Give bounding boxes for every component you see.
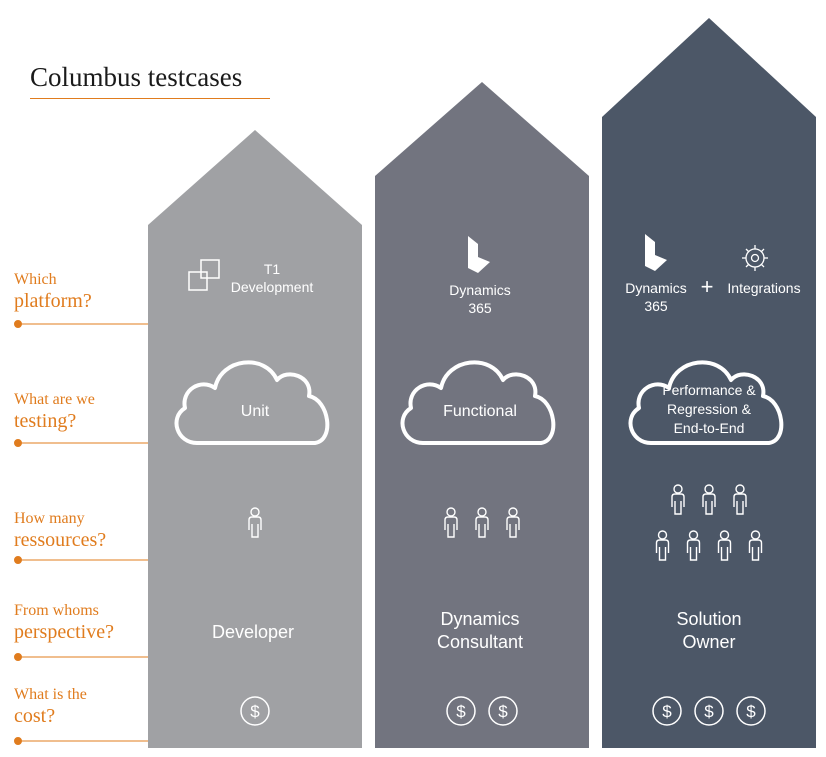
dollar-coin-icon: $ (736, 696, 766, 726)
resources-icons (248, 484, 763, 561)
row-guides (14, 320, 148, 745)
plus-sign: + (700, 274, 714, 299)
svg-text:$: $ (746, 702, 756, 721)
question-platform: Which platform? (14, 271, 92, 312)
column-3-perspective: Solution Owner (676, 609, 742, 652)
column-1-testing: Unit (240, 403, 270, 420)
dollar-coin-icon: $ (488, 696, 518, 726)
dollar-coin-icon: $ (694, 696, 724, 726)
column-1-platform: T1 Development (230, 261, 314, 295)
cloud-icon (628, 360, 784, 445)
person-icon (444, 507, 458, 538)
person-icon (748, 530, 763, 561)
column-2-perspective: Dynamics Consultant (436, 609, 524, 652)
question-resources: How many ressources? (14, 510, 107, 551)
dynamics-logo-icon (468, 236, 490, 273)
person-icon (655, 530, 670, 561)
cost-icons: $ $ $ $ $ $ (240, 696, 766, 726)
person-icon (671, 484, 685, 515)
column-2-testing: Functional (443, 403, 517, 420)
person-icon (506, 507, 520, 538)
person-icon (733, 484, 747, 515)
column-3-testing: Performance & Regression & End-to-End (662, 382, 756, 436)
svg-text:$: $ (456, 702, 466, 721)
person-icon (686, 530, 701, 561)
svg-text:$: $ (662, 702, 672, 721)
person-icon (702, 484, 716, 515)
column-2-arrow (375, 82, 589, 748)
title-underline (30, 98, 270, 99)
dollar-coin-icon: $ (446, 696, 476, 726)
gear-icon (742, 245, 768, 271)
svg-text:$: $ (704, 702, 714, 721)
dollar-coin-icon: $ (240, 696, 270, 726)
question-perspective: From whoms perspective? (14, 602, 114, 643)
cloud-icon (400, 360, 556, 445)
question-cost: What is the cost? (14, 686, 87, 727)
person-icon (475, 507, 489, 538)
page-title: Columbus testcases (30, 62, 243, 92)
person-icon (717, 530, 732, 561)
squares-icon (188, 259, 220, 291)
column-2-platform: Dynamics 365 (449, 282, 511, 316)
dollar-coin-icon: $ (652, 696, 682, 726)
svg-text:$: $ (498, 702, 508, 721)
cloud-icon (174, 360, 330, 445)
column-1-arrow (148, 130, 362, 748)
svg-text:$: $ (250, 702, 260, 721)
column-3-platform-extra: Integrations (727, 280, 801, 296)
column-3-platform: Dynamics 365 (625, 280, 687, 314)
question-testing: What are we testing? (14, 391, 95, 432)
dynamics-logo-icon (645, 234, 667, 271)
person-icon (248, 507, 262, 538)
column-3-arrow (602, 18, 816, 748)
column-1-perspective: Developer (211, 622, 295, 642)
